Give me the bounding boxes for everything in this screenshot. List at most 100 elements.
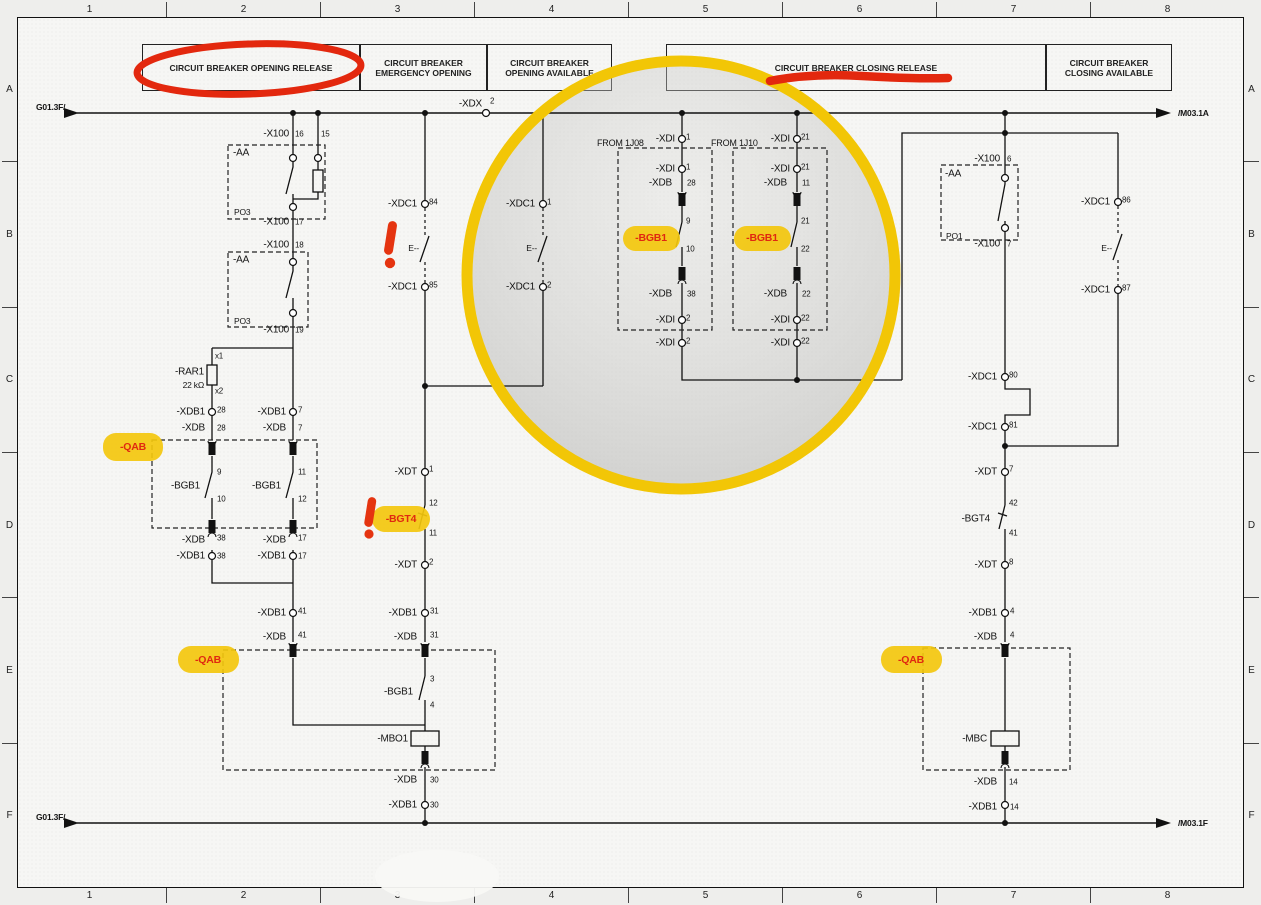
pin-label: 30 [430,775,439,785]
schematic-label: -X100 [263,128,289,140]
pin-label: 2 [490,96,495,106]
border-row-cell: A [1244,17,1259,161]
pin-label: 17 [298,551,307,561]
schematic-label: -BGB1 [251,480,281,492]
title-block: CIRCUIT BREAKER CLOSING AVAILABLE [1046,44,1172,91]
pin-label: 85 [429,280,438,290]
border-column-cell: 8 [1090,2,1244,17]
highlighted-label: -BGB1 [746,232,778,244]
schematic-label: -XDB [763,177,787,189]
border-row-cell: C [2,306,17,452]
schematic-label: -XDB1 [257,550,287,562]
schematic-label: -XDB1 [388,607,418,619]
border-column-label: 5 [702,890,709,901]
border-column-label: 2 [240,4,247,15]
pin-label: 41 [298,606,307,616]
pin-label: 4 [430,700,435,710]
border-column-cell: 7 [936,2,1090,17]
pin-label: 28 [217,405,226,415]
schematic-label: -XDI [770,337,790,349]
border-column-label: 5 [702,4,709,15]
pin-label: 87 [1122,283,1131,293]
border-column-cell: 2 [166,2,320,17]
pin-label: 22 [801,313,810,323]
pin-label: 17 [298,533,307,543]
schematic-label: -XDI [770,314,790,326]
pin-label: 31 [430,606,439,616]
schematic-label: -BGB1 [170,480,200,492]
border-row-label: A [1248,83,1255,95]
border-column-cell: 1 [13,2,166,17]
schematic-label: -XDB [648,177,672,189]
bus-reference-label: G01.3F/ [36,102,66,112]
schematic-label: -XDB [973,631,997,643]
schematic-label: -XDC1 [967,371,997,383]
border-column-label: 7 [1010,4,1017,15]
border-row-cell: C [1244,306,1259,452]
pin-label: 22 [802,289,811,299]
schematic-label: -XDB [393,631,417,643]
highlighted-label: -QAB [119,441,147,453]
schematic-label: -XDB1 [176,406,206,418]
pin-label: x2 [215,386,224,396]
schematic-label: -XDI [655,163,675,175]
border-column-label: 6 [856,4,863,15]
schematic-label: -XDB [181,534,205,546]
schematic-label: -XDT [974,466,997,478]
border-column-cell: 1 [13,888,166,903]
pin-label: 9 [217,467,222,477]
schematic-label: -MBO1 [377,733,408,745]
schematic-label: -XDC1 [967,421,997,433]
schematic-label: -XDC1 [1080,284,1110,296]
border-row-label: B [6,228,13,240]
schematic-label: -MBC [962,733,987,745]
schematic-label: -XDX [458,98,482,110]
pin-label: 38 [217,551,226,561]
border-row-cell: A [2,17,17,161]
pin-label: 41 [1009,528,1018,538]
pin-label: 11 [298,467,306,477]
pin-label: 81 [1009,420,1018,430]
pin-label: 7 [1007,239,1012,249]
pin-label: 1 [429,464,434,474]
pin-label: 2 [429,557,434,567]
schematic-label: -XDT [974,559,997,571]
pin-label: 11 [802,178,810,188]
schematic-label: -XDB [393,774,417,786]
schematic-label: 22 kΩ [182,380,205,390]
schematic-label: -XDI [655,314,675,326]
schematic-label: -XDT [394,559,417,571]
title-block-label: CIRCUIT BREAKER CLOSING AVAILABLE [1064,57,1154,78]
bus-reference-label: G01.3F/ [36,812,66,822]
pin-label: 2 [686,313,691,323]
schematic-label: -XDC1 [1080,196,1110,208]
schematic-label: -XDC1 [387,198,417,210]
pin-label: 7 [298,423,303,433]
schematic-label: -XDC1 [505,198,535,210]
schematic-label: -XDT [394,466,417,478]
schematic-label: -AA [233,147,250,159]
schematic-label: -XDI [655,133,675,145]
pin-label: 1 [686,132,691,142]
pin-label: 22 [801,336,810,346]
schematic-label: -XDB [973,776,997,788]
border-column-label: 3 [394,4,401,15]
border-row-cell: D [1244,451,1259,597]
border-column-label: 4 [548,890,555,901]
pin-label: 41 [298,630,307,640]
pin-label: 1 [686,162,691,172]
schematic-label: -BGT4 [961,513,991,525]
pin-label: 10 [686,244,695,254]
schematic-label: -XDC1 [387,281,417,293]
schematic-label: -X100 [974,238,1000,250]
border-row-cell: F [2,742,17,888]
border-column-label: 7 [1010,890,1017,901]
border-column-cell: 5 [628,888,782,903]
pin-label: 14 [1010,802,1019,812]
title-block-label: CIRCUIT BREAKER EMERGENCY OPENING [375,57,472,78]
pin-label: 7 [298,405,303,415]
border-column-label: 1 [86,4,93,15]
